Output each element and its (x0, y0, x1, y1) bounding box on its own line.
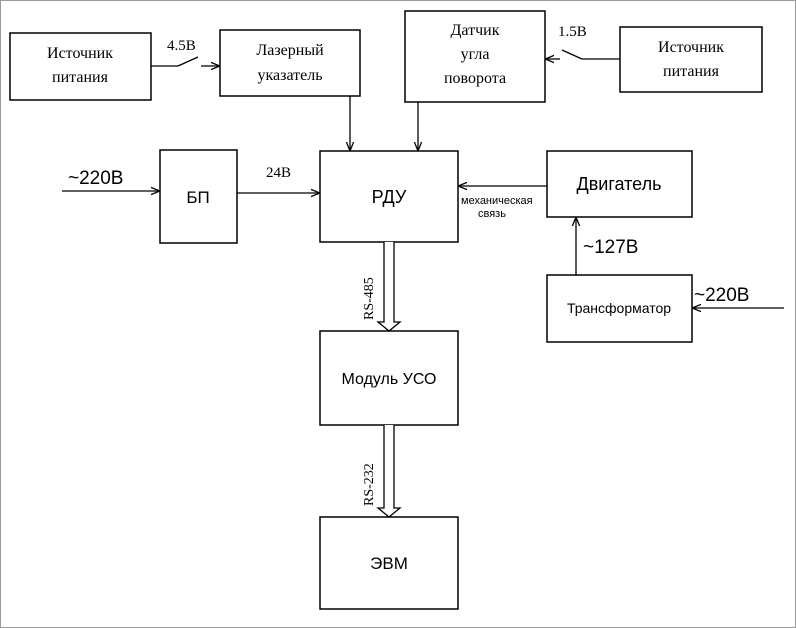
bus-uso-to-computer: RS-232 (362, 425, 402, 518)
switch-left (177, 56, 199, 67)
power-supply-label: БП (186, 188, 209, 207)
voltage-127-label: ~127В (583, 237, 638, 258)
mechanical-link-line2: связь (478, 208, 506, 220)
sensor-line2: угла (461, 46, 490, 63)
source-left-line1: Источник (47, 45, 113, 62)
voltage-220-left-label: ~220В (68, 168, 123, 189)
block-laser-pointer: Лазерный указатель (219, 29, 361, 97)
block-power-supply: БП (159, 149, 238, 244)
source-right-line2: питания (663, 63, 720, 80)
mechanical-link-line1: механическая (461, 195, 533, 207)
block-rdu: РДУ (319, 150, 459, 243)
block-uso-module: Модуль УСО (319, 330, 459, 426)
connection-mains-to-transformer: ~220В (692, 285, 784, 308)
block-angle-sensor: Датчик угла поворота (404, 10, 546, 103)
laser-line1: Лазерный (256, 42, 324, 59)
connection-power-supply-to-rdu: 24В (237, 165, 320, 193)
switch-right (561, 49, 583, 60)
uso-label: Модуль УСО (342, 371, 437, 388)
motor-label: Двигатель (577, 174, 662, 194)
block-source-right: Источник питания (619, 26, 763, 93)
connection-source-right-to-sensor: 1.5В (545, 24, 620, 59)
sensor-line1: Датчик (451, 22, 500, 39)
voltage-4-5-label: 4.5В (167, 38, 196, 54)
connection-mains-to-power-supply: ~220В (62, 168, 160, 191)
bus-rdu-to-uso: RS-485 (362, 242, 402, 332)
block-motor: Двигатель (546, 150, 693, 218)
block-source-left: Источник питания (9, 32, 152, 101)
laser-line2: указатель (257, 67, 322, 84)
connection-source-left-to-laser: 4.5В (151, 38, 220, 66)
voltage-24-label: 24В (266, 165, 291, 181)
source-left-line2: питания (52, 69, 109, 86)
block-computer: ЭВМ (319, 516, 459, 610)
transformer-label: Трансформатор (567, 300, 671, 316)
rdu-label: РДУ (372, 187, 407, 207)
connection-transformer-to-motor: ~127В (576, 217, 638, 275)
voltage-1-5-label: 1.5В (558, 24, 587, 40)
rs232-label: RS-232 (362, 463, 377, 506)
connection-motor-to-rdu: механическая связь (458, 186, 547, 220)
source-right-line1: Источник (658, 39, 724, 56)
voltage-220-right-label: ~220В (694, 285, 749, 306)
sensor-line3: поворота (444, 70, 506, 87)
computer-label: ЭВМ (370, 554, 408, 573)
block-transformer: Трансформатор (546, 274, 693, 343)
rs485-label: RS-485 (362, 277, 377, 320)
